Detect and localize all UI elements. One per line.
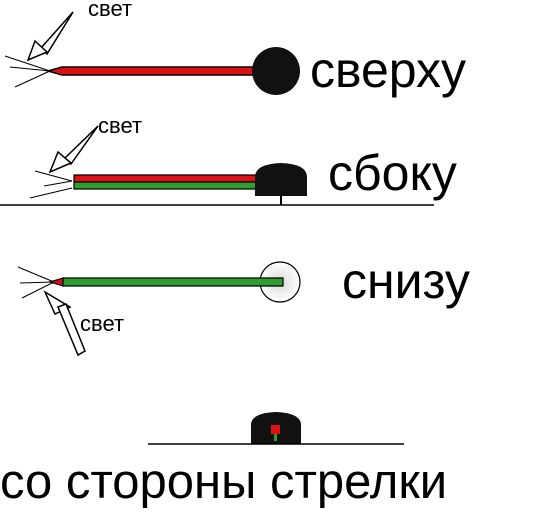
side-view-group [0,125,434,206]
top-view-group [4,11,300,95]
light-arrow-top [26,11,74,62]
label-light-side: свет [98,113,143,138]
label-top-view: сверху [310,42,467,98]
end-view-group [148,412,404,445]
pivot-top [252,47,300,95]
label-light-top: свет [88,0,133,21]
needle-top [45,66,256,76]
light-arrow-side [48,125,99,174]
light-rays-bottom [17,266,55,299]
pivot-side [255,163,307,196]
needle-side-green [73,181,259,190]
light-arrow-bottom [43,290,86,357]
label-arrow-end-view: со стороны стрелки [0,455,448,509]
needle-side-red [73,174,259,183]
needle-end-green [274,434,277,441]
label-side-view: сбоку [328,145,457,201]
light-rays-side [29,170,73,199]
bottom-view-group [17,261,301,357]
needle-bottom-red [47,277,64,287]
light-rays-top [4,55,51,88]
needle-bottom-green [62,277,284,287]
needle-end-red [271,425,280,434]
label-light-bottom: свет [80,311,125,336]
label-bottom-view: снизу [342,253,470,309]
